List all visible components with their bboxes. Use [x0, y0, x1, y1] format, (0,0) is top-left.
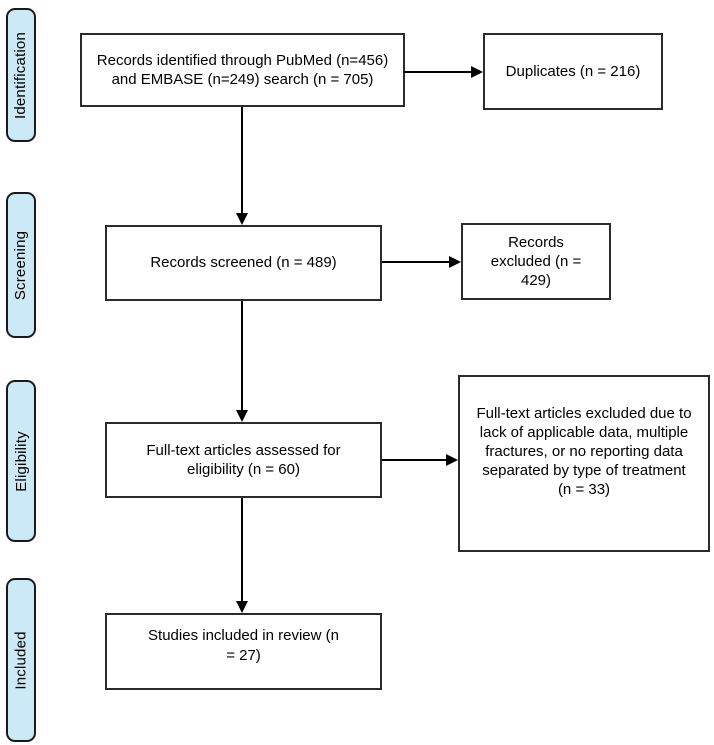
stage-label-identification-text: Identification	[12, 31, 30, 119]
stage-label-identification: Identification	[6, 8, 36, 142]
box-records-screened: Records screened (n = 489)	[105, 225, 382, 301]
stage-label-eligibility-text: Eligibility	[12, 430, 30, 492]
box-fulltext-excluded-text: Full-text articles excluded due to lack …	[476, 404, 703, 499]
box-duplicates-text: Duplicates (n = 216)	[505, 62, 641, 80]
box-records-excluded-text: Records excluded (n = 429)	[490, 233, 586, 290]
arrow-identified-to-duplicates	[404, 66, 483, 78]
arrow-screened-to-excluded	[382, 256, 461, 268]
box-fulltext-excluded: Full-text articles excluded due to lack …	[458, 375, 710, 552]
stage-label-included: Included	[6, 578, 36, 742]
box-duplicates: Duplicates (n = 216)	[483, 33, 663, 110]
arrow-fulltext-to-excluded	[382, 454, 458, 466]
box-records-identified: Records identified through PubMed (n=456…	[80, 33, 405, 107]
arrow-fulltext-to-included	[236, 498, 248, 613]
stage-label-included-text: Included	[12, 630, 30, 690]
box-records-excluded: Records excluded (n = 429)	[461, 223, 611, 300]
arrow-identified-to-screened	[236, 107, 248, 225]
arrow-screened-to-fulltext	[236, 301, 248, 422]
box-studies-included-text: Studies included in review (n = 27)	[148, 627, 344, 664]
box-studies-included: Studies included in review (n = 27)	[105, 613, 382, 690]
box-records-identified-text: Records identified through PubMed (n=456…	[96, 51, 393, 88]
stage-label-screening-text: Screening	[12, 230, 30, 300]
stage-label-screening: Screening	[6, 192, 36, 338]
stage-label-eligibility: Eligibility	[6, 380, 36, 542]
box-fulltext-assessed-text: Full-text articles assessed for eligibil…	[146, 441, 345, 478]
box-records-screened-text: Records screened (n = 489)	[150, 254, 337, 272]
box-fulltext-assessed: Full-text articles assessed for eligibil…	[105, 422, 382, 498]
